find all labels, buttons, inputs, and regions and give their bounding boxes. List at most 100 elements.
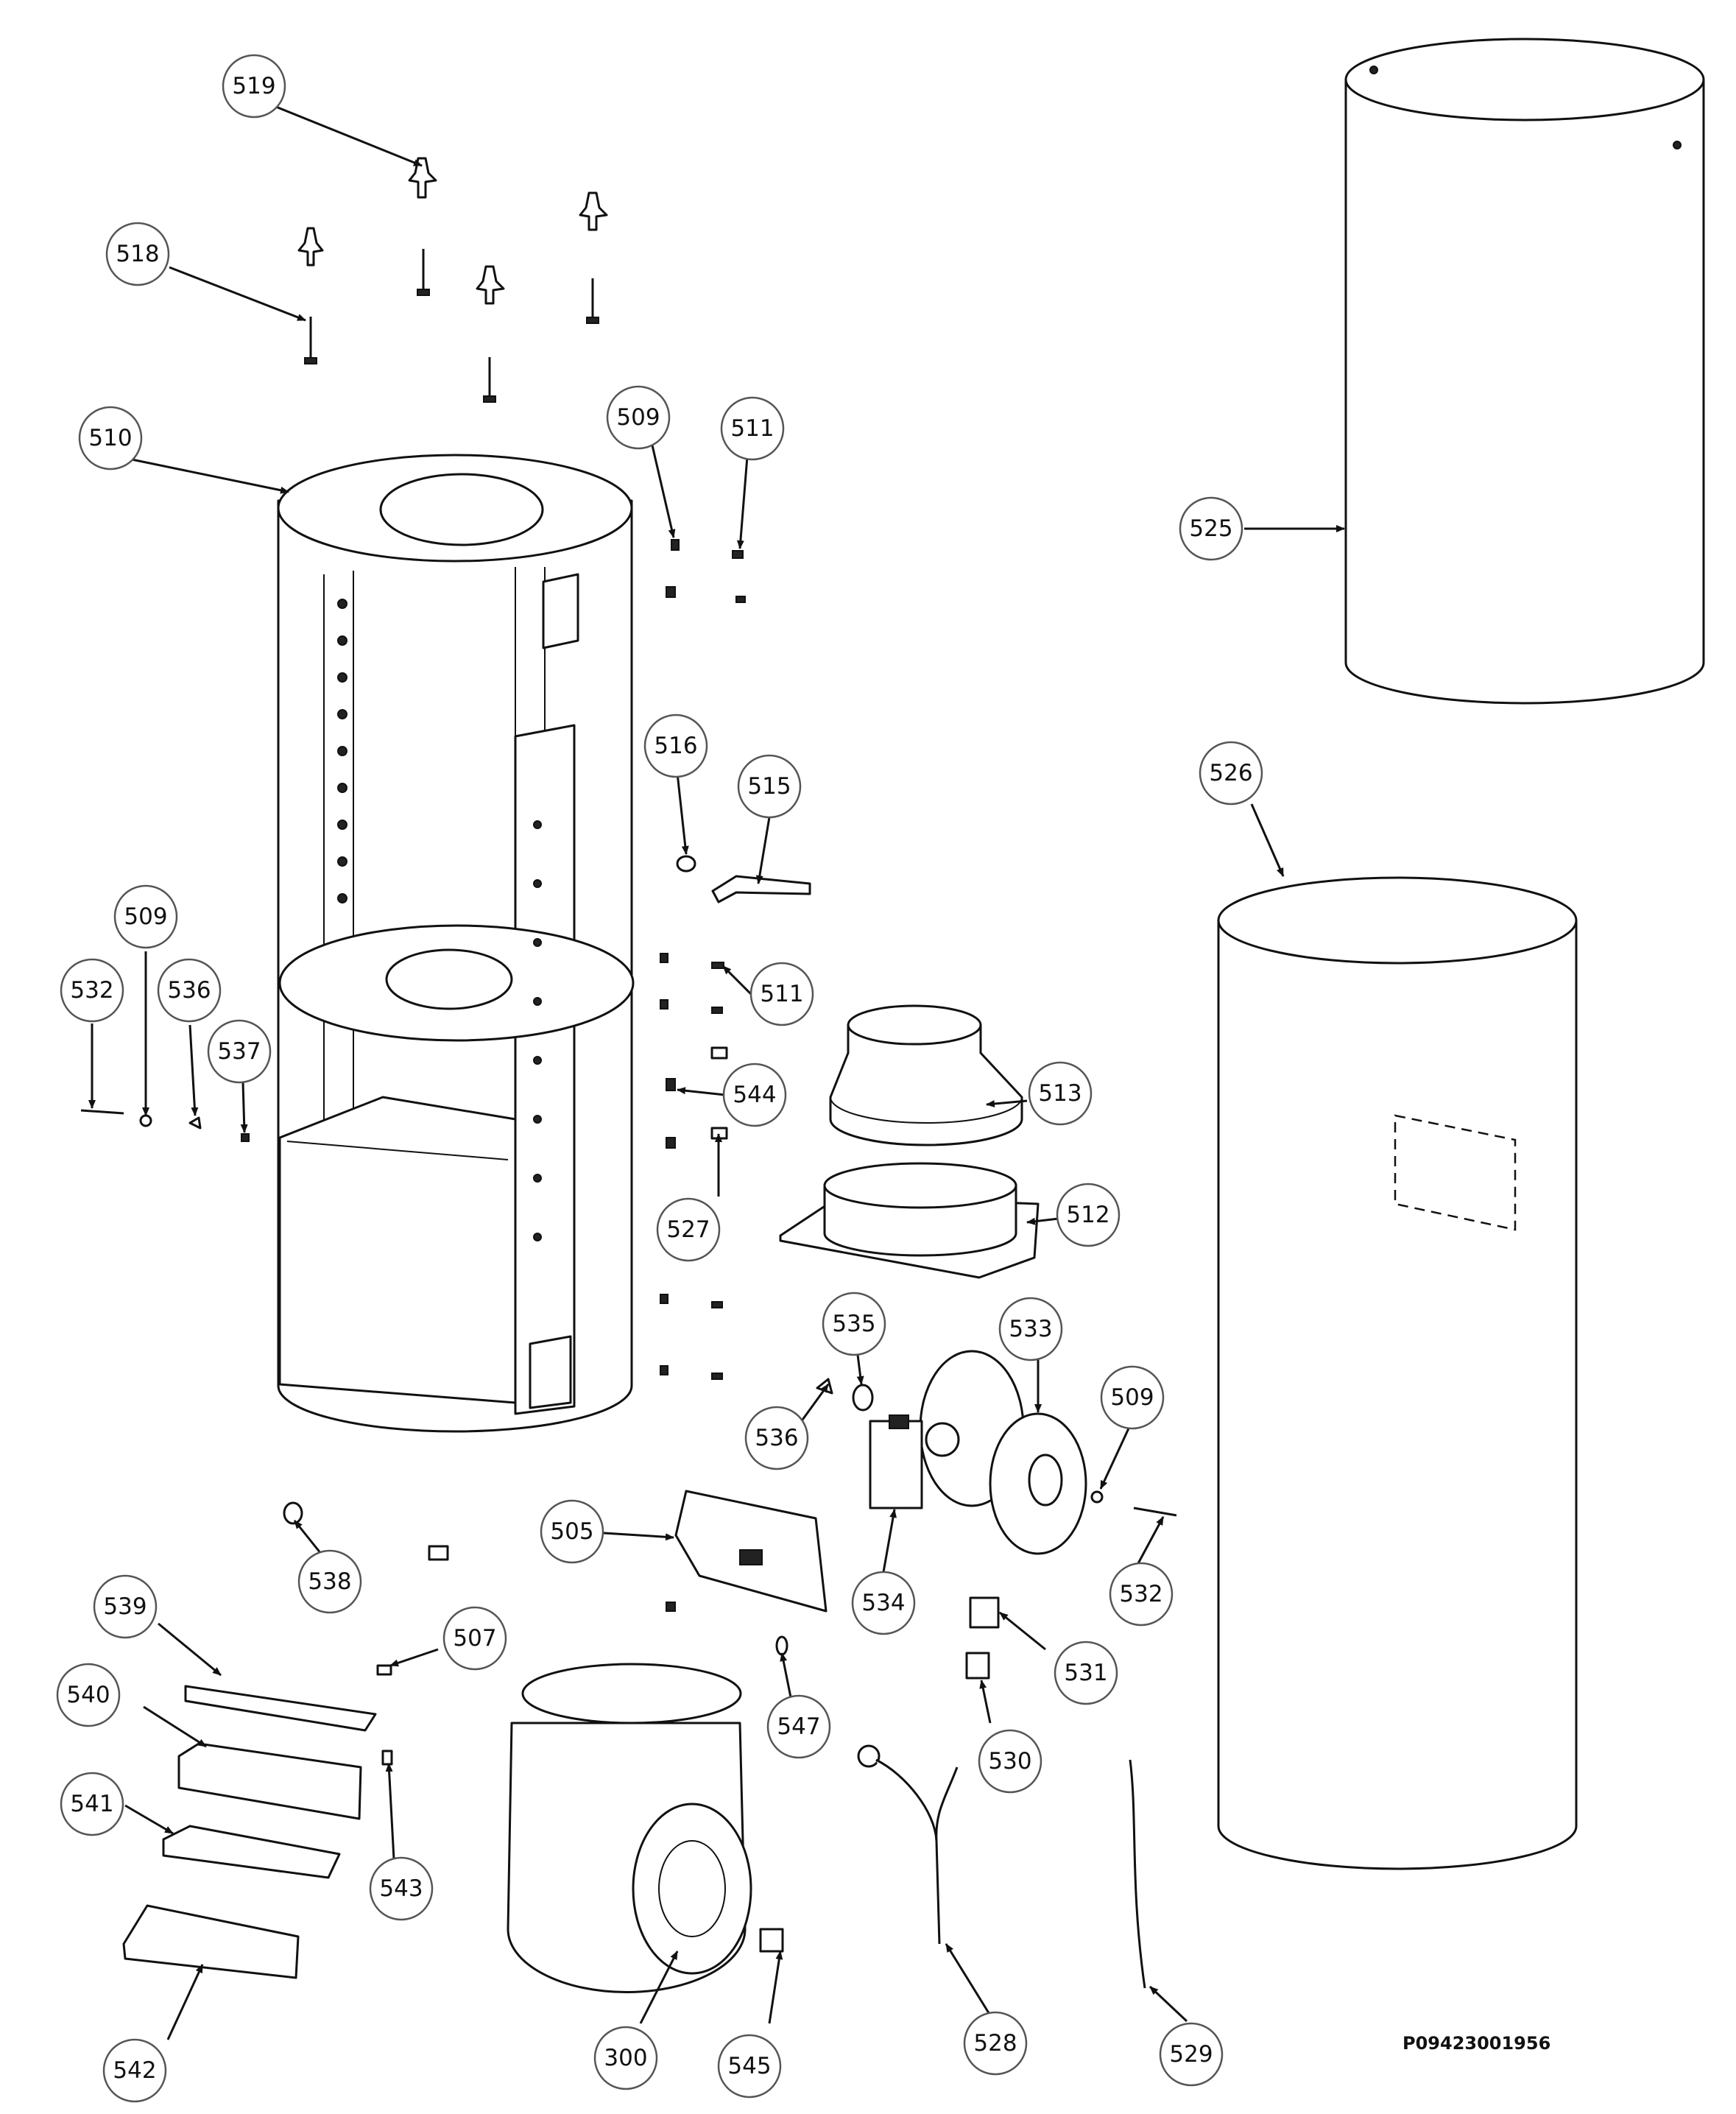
svg-text:547: 547: [777, 1713, 820, 1740]
svg-text:509: 509: [616, 404, 660, 431]
svg-text:519: 519: [232, 73, 275, 99]
svg-text:537: 537: [217, 1038, 261, 1065]
svg-text:539: 539: [103, 1593, 147, 1620]
svg-text:526: 526: [1209, 760, 1252, 786]
part-525-upper-chimney-cover: [1344, 38, 1705, 705]
callout-528: 528: [963, 2011, 1028, 2076]
callout-leaders: [88, 102, 1345, 2040]
callout-519: 519: [222, 54, 286, 119]
callout-505: 505: [540, 1499, 604, 1564]
part-538-grommet: [283, 1501, 449, 1561]
connectors-530-531-545: [759, 1596, 1000, 1953]
callout-300: 300: [593, 2026, 658, 2090]
svg-text:300: 300: [604, 2045, 647, 2071]
svg-text:536: 536: [167, 977, 211, 1004]
callout-531: 531: [1054, 1641, 1118, 1705]
svg-text:544: 544: [733, 1082, 776, 1108]
callout-547: 547: [766, 1694, 831, 1759]
callout-541: 541: [60, 1772, 124, 1836]
svg-text:516: 516: [654, 733, 697, 759]
callout-540: 540: [56, 1663, 121, 1727]
svg-text:532: 532: [1119, 1581, 1162, 1607]
callout-533: 533: [998, 1297, 1063, 1361]
callout-507: 507: [442, 1606, 507, 1671]
svg-text:515: 515: [747, 773, 791, 800]
part-513-duct-reducer: [829, 1004, 1023, 1146]
frame-mounting-holes: [337, 599, 542, 1241]
svg-text:525: 525: [1189, 515, 1232, 542]
part-532-rods: [80, 1109, 1177, 1517]
callout-530: 530: [978, 1729, 1042, 1794]
svg-text:532: 532: [70, 977, 113, 1004]
callout-527: 527: [656, 1197, 721, 1262]
callout-509-b: 509: [113, 884, 178, 949]
part-515-bracket: [711, 875, 811, 903]
svg-text:518: 518: [116, 241, 159, 267]
svg-text:543: 543: [379, 1875, 423, 1902]
part-533-impeller: [989, 1412, 1087, 1555]
part-526-lower-chimney-cover: [1217, 876, 1578, 1870]
svg-text:509: 509: [124, 903, 167, 930]
callout-509-c: 509: [1100, 1365, 1165, 1430]
callout-542: 542: [102, 2038, 167, 2103]
callout-536: 536: [157, 958, 222, 1023]
callout-536-b: 536: [744, 1406, 809, 1470]
svg-text:530: 530: [988, 1748, 1031, 1775]
callout-509: 509: [606, 385, 671, 450]
part-542-button-panel: [122, 1904, 300, 1979]
svg-text:535: 535: [832, 1311, 875, 1337]
svg-text:505: 505: [550, 1518, 593, 1545]
svg-text:542: 542: [113, 2057, 156, 2084]
svg-text:509: 509: [1110, 1384, 1154, 1411]
callout-539: 539: [93, 1574, 158, 1639]
svg-text:541: 541: [70, 1791, 113, 1817]
svg-text:513: 513: [1038, 1080, 1082, 1107]
part-535-washer: [852, 1384, 874, 1412]
svg-text:531: 531: [1064, 1660, 1107, 1686]
part-539-cover: [184, 1685, 377, 1732]
part-528-power-cord: [857, 1744, 959, 1945]
callout-544: 544: [722, 1063, 787, 1127]
callout-538: 538: [297, 1549, 362, 1614]
callout-525: 525: [1179, 496, 1243, 561]
callout-511: 511: [720, 396, 785, 461]
callout-512: 512: [1056, 1183, 1121, 1247]
callout-516: 516: [643, 714, 708, 778]
part-505-control-bracket: [674, 1490, 828, 1613]
document-code: P09423001956: [1402, 2033, 1550, 2054]
fasteners-507-543-547: [376, 1602, 788, 1766]
callout-511-b: 511: [749, 962, 814, 1026]
svg-text:534: 534: [861, 1590, 905, 1616]
svg-text:511: 511: [760, 981, 803, 1007]
svg-text:538: 538: [308, 1568, 351, 1595]
svg-text:510: 510: [88, 425, 132, 451]
callout-545: 545: [717, 2034, 782, 2099]
callout-513: 513: [1028, 1061, 1093, 1126]
callout-543: 543: [369, 1856, 434, 1921]
part-510-main-frame: [277, 454, 635, 1433]
callout-532-b: 532: [1109, 1562, 1174, 1627]
callout-526: 526: [1199, 741, 1263, 806]
svg-text:533: 533: [1009, 1316, 1052, 1342]
callout-534: 534: [851, 1571, 916, 1635]
callout-518: 518: [105, 222, 170, 286]
part-529-wire: [1129, 1759, 1146, 1989]
callout-510: 510: [78, 406, 143, 471]
part-518-screws: [304, 249, 599, 403]
svg-text:528: 528: [973, 2030, 1017, 2057]
part-540-housing: [177, 1742, 362, 1820]
control-assembly-539-542: [122, 1685, 377, 1979]
svg-text:512: 512: [1066, 1202, 1109, 1228]
callout-535: 535: [822, 1292, 886, 1356]
callout-537: 537: [207, 1019, 272, 1084]
svg-text:507: 507: [453, 1625, 496, 1652]
part-541-pcb: [162, 1825, 341, 1879]
svg-text:545: 545: [727, 2053, 771, 2079]
svg-text:511: 511: [730, 415, 774, 442]
svg-text:527: 527: [666, 1216, 710, 1243]
part-300-blower: [507, 1663, 752, 1994]
callout-532: 532: [60, 958, 124, 1023]
callout-529: 529: [1159, 2022, 1224, 2087]
part-519-wall-anchors: [297, 157, 608, 305]
